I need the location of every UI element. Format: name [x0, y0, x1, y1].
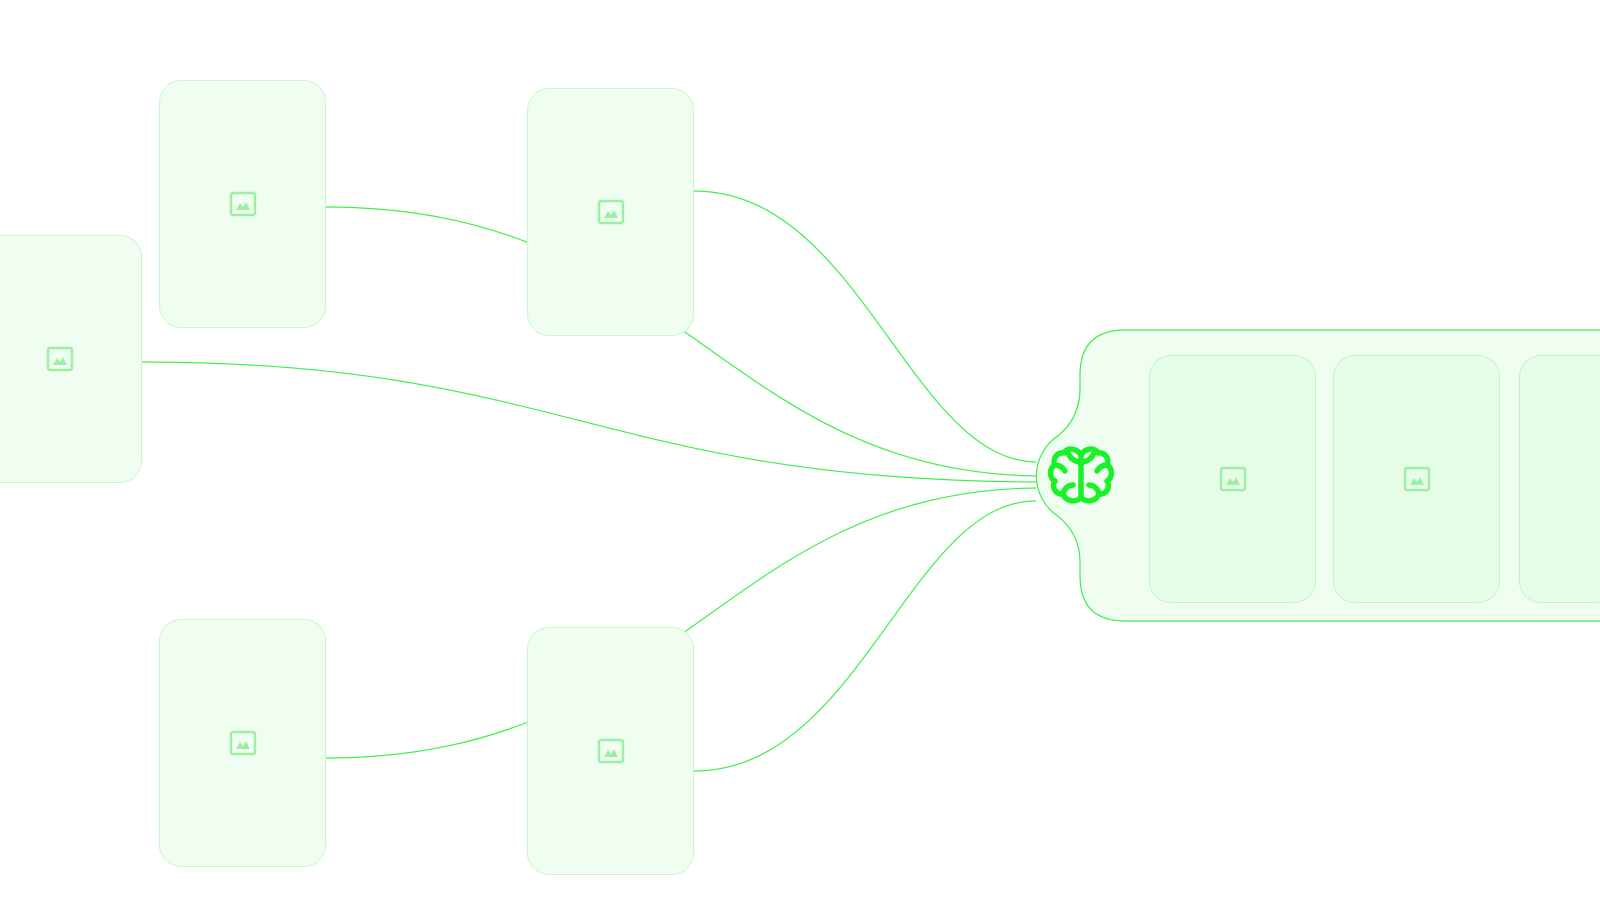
connector-line	[693, 190, 1037, 463]
output-card[interactable]	[1333, 355, 1500, 603]
image-icon	[597, 738, 624, 764]
image-icon	[229, 730, 256, 756]
image-icon	[1403, 466, 1430, 492]
connector-line	[325, 487, 1037, 759]
connector-line	[325, 206, 1037, 477]
image-icon	[229, 191, 256, 217]
output-card[interactable]	[1519, 355, 1600, 603]
image-icon	[597, 199, 624, 225]
image-icon	[46, 346, 74, 372]
source-card[interactable]	[159, 619, 326, 867]
source-card[interactable]	[527, 627, 694, 875]
connector-line	[693, 500, 1037, 772]
output-container	[1035, 329, 1600, 622]
connector-line	[141, 361, 1037, 483]
brain-icon[interactable]	[1046, 441, 1116, 511]
source-card[interactable]	[0, 235, 142, 483]
source-card[interactable]	[527, 88, 694, 336]
image-icon	[1219, 466, 1246, 492]
output-card[interactable]	[1149, 355, 1316, 603]
source-card[interactable]	[159, 80, 326, 328]
